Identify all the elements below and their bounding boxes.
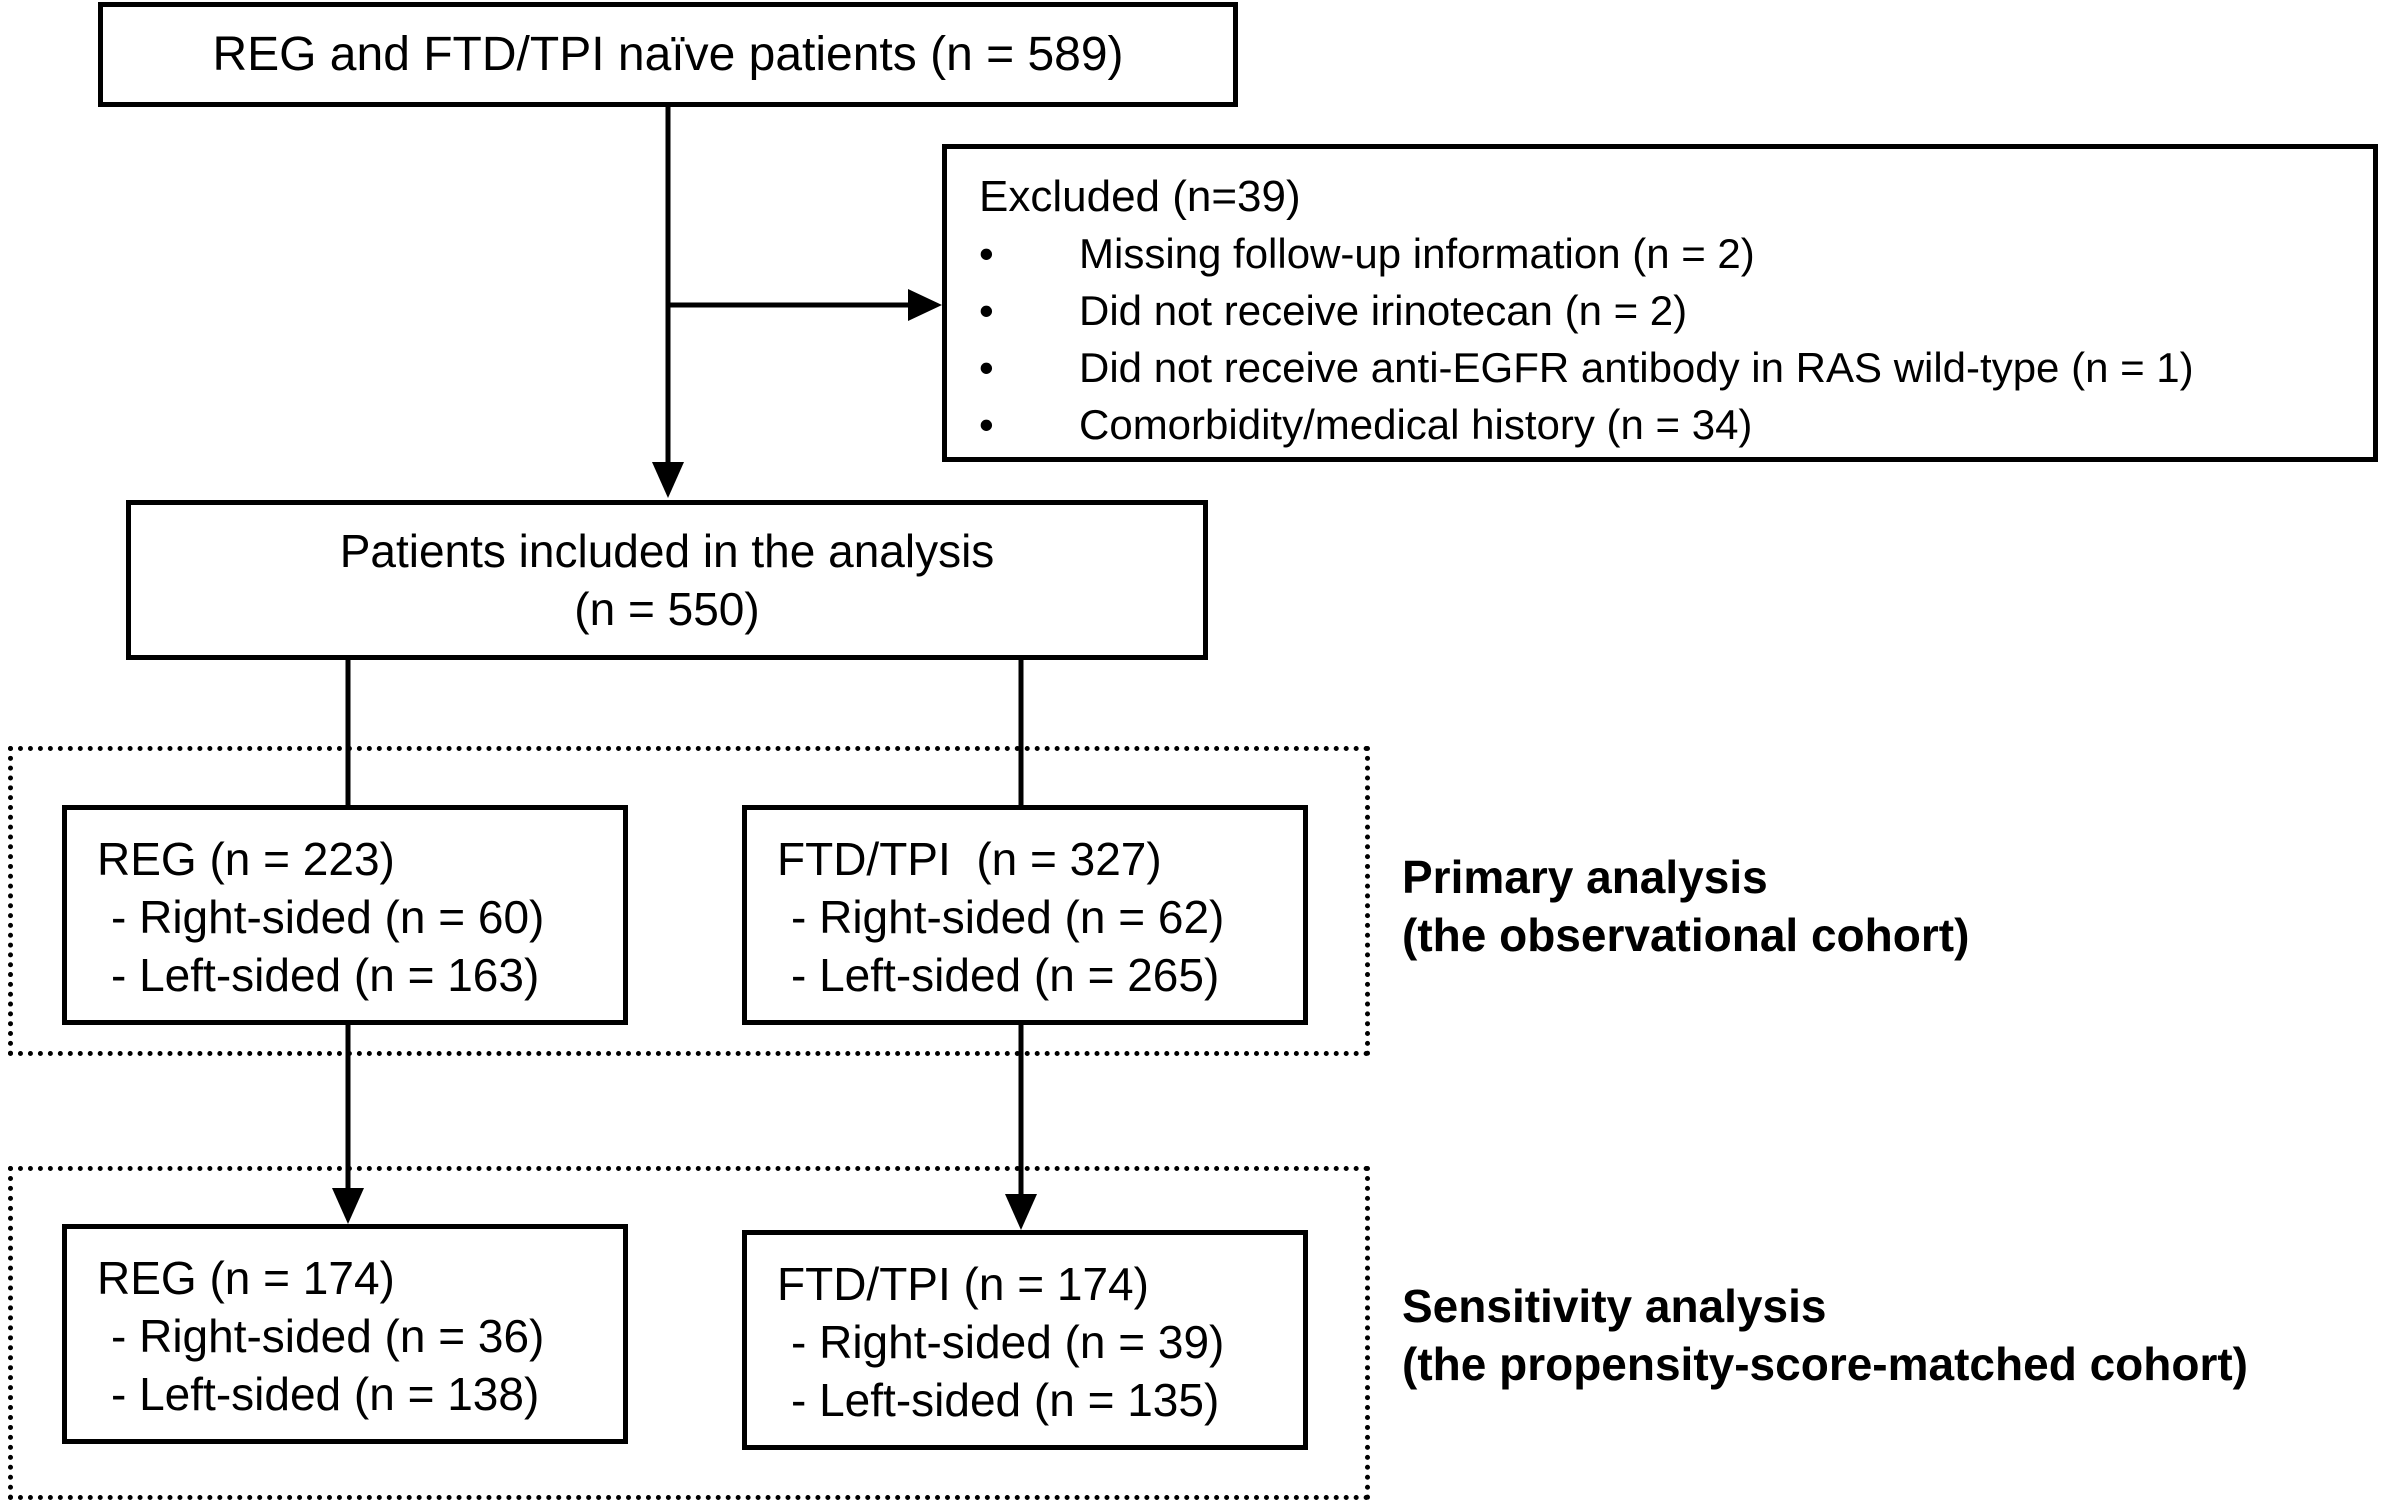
excluded-item-label: Comorbidity/medical history (n = 34) [1079, 401, 1753, 448]
reg-right-sided: - Right-sided (n = 60) [111, 891, 545, 943]
ftd-right-sided: - Right-sided (n = 62) [791, 891, 1225, 943]
excluded-item: • Did not receive irinotecan (n = 2) [979, 282, 2373, 339]
reg-left-sided: - Left-sided (n = 138) [111, 1368, 540, 1420]
excluded-title: Excluded (n=39) [979, 172, 1301, 221]
sensitivity-analysis-label-line1: Sensitivity analysis [1402, 1280, 1827, 1332]
reg-left-sided: - Left-sided (n = 163) [111, 949, 540, 1001]
reg-title: REG (n = 223) [97, 833, 395, 885]
excluded-item-label: Did not receive irinotecan (n = 2) [1079, 287, 1688, 334]
analysis-box-count: (n = 550) [574, 583, 760, 635]
ftd-title: FTD/TPI (n = 174) [777, 1258, 1149, 1310]
primary-analysis-label-line2: (the observational cohort) [1402, 909, 1970, 961]
excluded-item-label: Did not receive anti-EGFR antibody in RA… [1079, 344, 2194, 391]
sensitivity-analysis-group [8, 1166, 1370, 1500]
reg-sensitivity-arrowhead [332, 1188, 364, 1224]
bullet-icon: • [979, 287, 994, 334]
sensitivity-ftd-box: FTD/TPI (n = 174) - Right-sided (n = 39)… [742, 1230, 1308, 1450]
sensitivity-analysis-label: Sensitivity analysis (the propensity-sco… [1402, 1277, 2248, 1393]
bullet-icon: • [979, 344, 994, 391]
excluded-item: • Comorbidity/medical history (n = 34) [979, 396, 2373, 453]
reg-right-sided: - Right-sided (n = 36) [111, 1310, 545, 1362]
primary-ftd-box: FTD/TPI (n = 327) - Right-sided (n = 62)… [742, 805, 1308, 1025]
sensitivity-reg-box: REG (n = 174) - Right-sided (n = 36) - L… [62, 1224, 628, 1444]
primary-analysis-group [8, 746, 1370, 1056]
excluded-arrowhead [908, 289, 942, 321]
excluded-box: Excluded (n=39) • Missing follow-up info… [942, 144, 2378, 462]
primary-analysis-label-line1: Primary analysis [1402, 851, 1768, 903]
ftd-right-sided: - Right-sided (n = 39) [791, 1316, 1225, 1368]
top-box: REG and FTD/TPI naïve patients (n = 589) [98, 2, 1238, 107]
primary-analysis-label: Primary analysis (the observational coho… [1402, 848, 1969, 964]
analysis-box-title: Patients included in the analysis [339, 525, 995, 577]
sensitivity-analysis-label-line2: (the propensity-score-matched cohort) [1402, 1338, 2248, 1390]
top-to-analysis-arrowhead [652, 462, 684, 498]
ftd-left-sided: - Left-sided (n = 135) [791, 1374, 1220, 1426]
analysis-box: Patients included in the analysis (n = 5… [126, 500, 1208, 660]
ftd-left-sided: - Left-sided (n = 265) [791, 949, 1220, 1001]
ftd-sensitivity-arrowhead [1005, 1194, 1037, 1230]
excluded-item: • Missing follow-up information (n = 2) [979, 225, 2373, 282]
primary-reg-box: REG (n = 223) - Right-sided (n = 60) - L… [62, 805, 628, 1025]
ftd-title: FTD/TPI (n = 327) [777, 833, 1162, 885]
reg-title: REG (n = 174) [97, 1252, 395, 1304]
bullet-icon: • [979, 230, 994, 277]
excluded-item-label: Missing follow-up information (n = 2) [1079, 230, 1755, 277]
excluded-item: • Did not receive anti-EGFR antibody in … [979, 339, 2373, 396]
bullet-icon: • [979, 401, 994, 448]
top-box-label: REG and FTD/TPI naïve patients (n = 589) [212, 27, 1124, 81]
